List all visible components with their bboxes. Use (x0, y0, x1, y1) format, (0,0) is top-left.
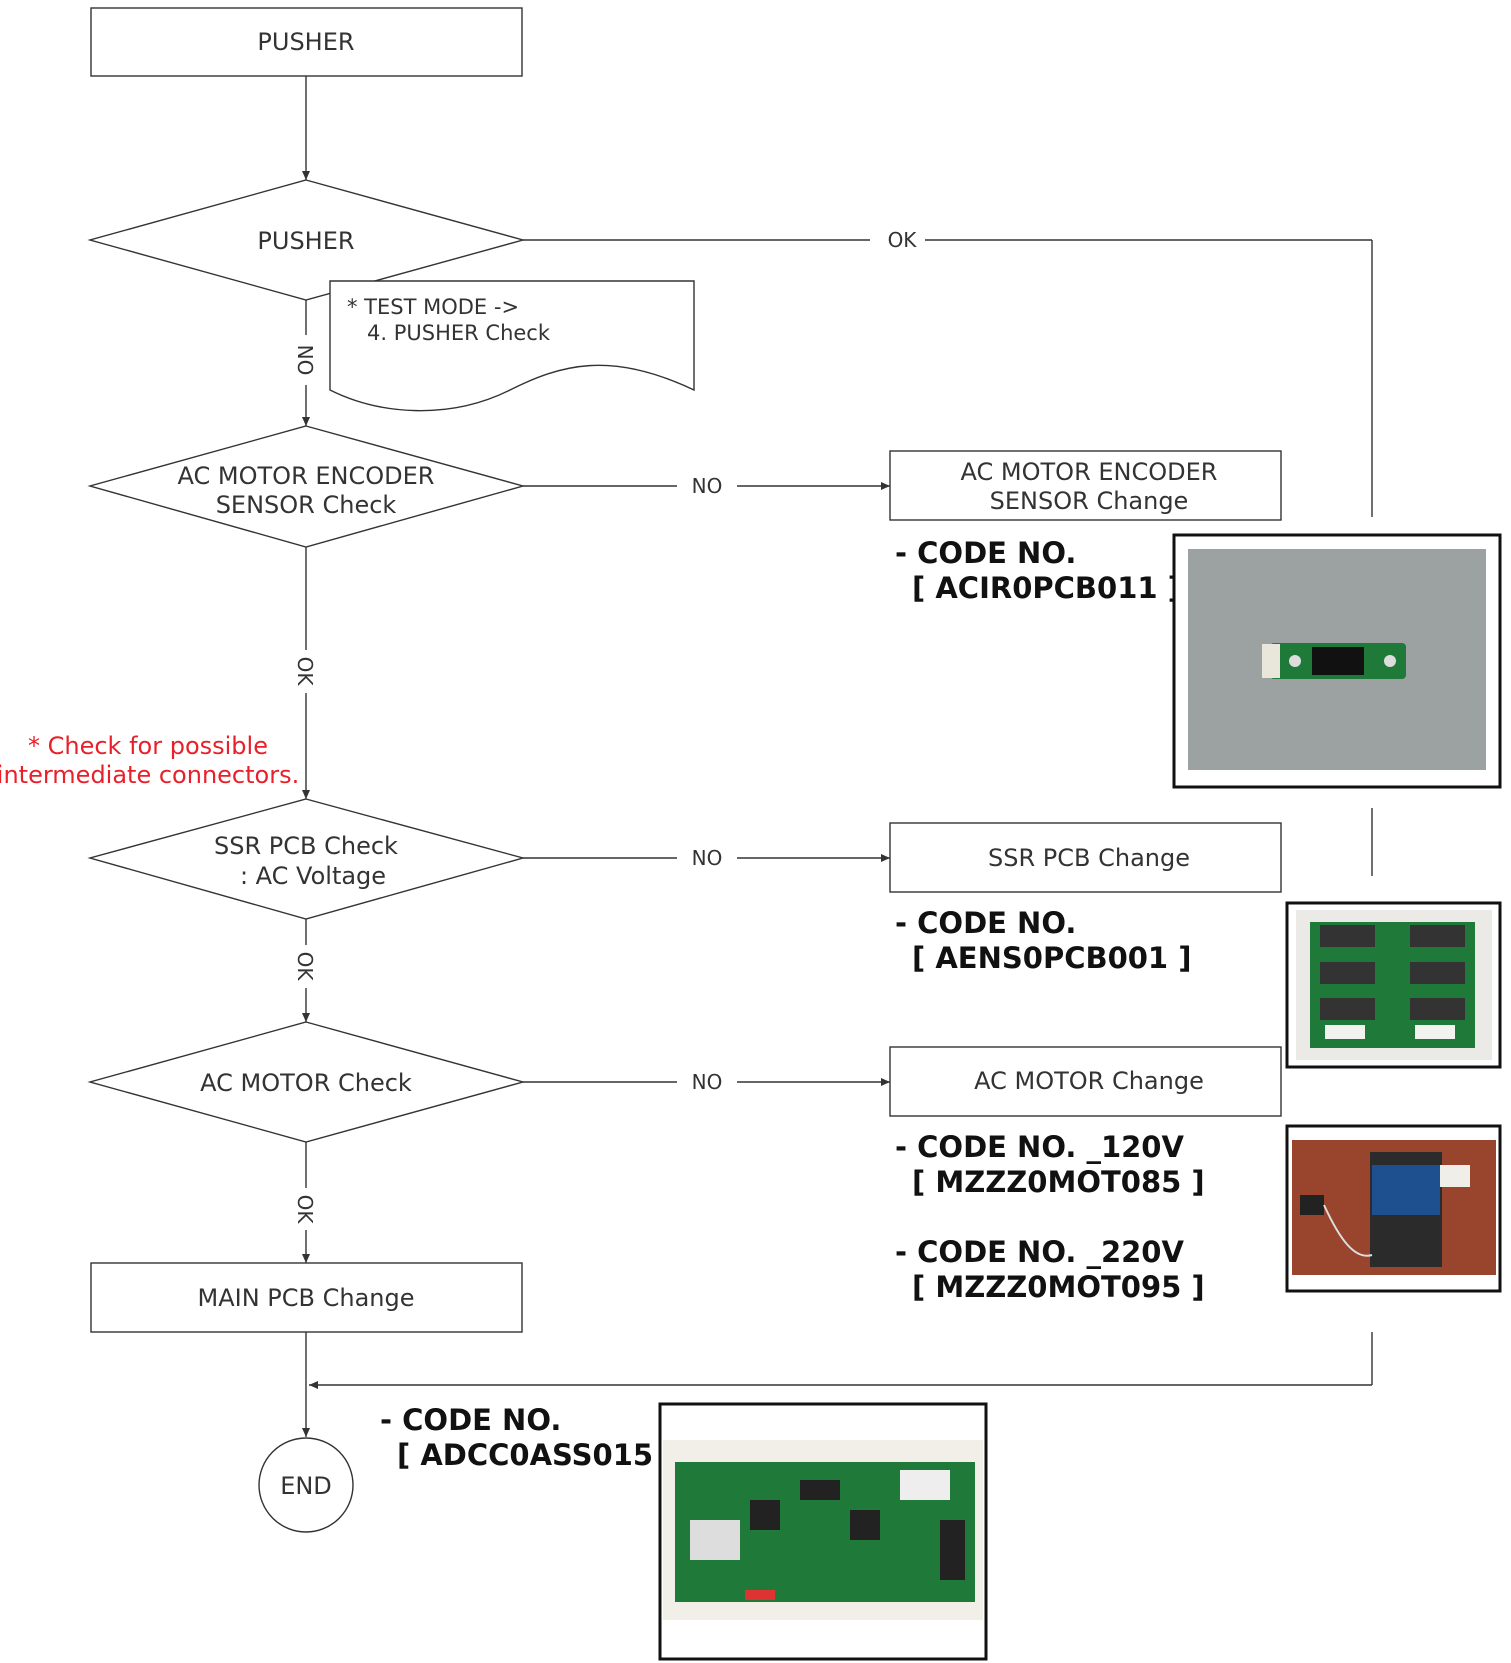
label-motor-no: NO (692, 1070, 723, 1094)
decision-pusher-label: PUSHER (257, 227, 354, 255)
code-encoder-value: [ ACIR0PCB011 ] (912, 571, 1181, 605)
decision-motor (87, 1021, 526, 1143)
decision-ssr (87, 798, 526, 920)
warning-line2: intermediate connectors. (0, 761, 299, 789)
photo-encoder-sensor (1172, 533, 1502, 789)
photo-main-pcb (658, 1402, 988, 1661)
connectors (302, 76, 1373, 1437)
label-motor-ok: OK (293, 1195, 317, 1225)
code-main-value: [ ADCC0ASS015 ] (397, 1438, 676, 1472)
label-encoder-no: NO (692, 474, 723, 498)
box-encoder-change (889, 450, 1282, 521)
label-ssr-ok: OK (293, 952, 317, 982)
box-main-change (90, 1262, 523, 1333)
photo-ssr-pcb (1285, 901, 1502, 1069)
decision-encoder (87, 425, 526, 548)
label-ssr-no: NO (692, 846, 723, 870)
code-motor220-value: [ MZZZ0MOT095 ] (912, 1270, 1205, 1304)
decision-encoder-line2: SENSOR Check (216, 491, 397, 519)
code-motor120-title: - CODE NO. _120V (895, 1130, 1184, 1164)
end-label: END (280, 1472, 332, 1500)
label-pusher-no: NO (293, 345, 317, 376)
decision-ssr-line1: SSR PCB Check (214, 832, 398, 860)
code-ssr-title: - CODE NO. (895, 906, 1076, 940)
box-ssr-change (889, 822, 1282, 893)
start-box-label: PUSHER (257, 28, 354, 56)
code-ssr-value: [ AENS0PCB001 ] (912, 941, 1191, 975)
decision-encoder-line1: AC MOTOR ENCODER (178, 462, 435, 490)
code-main-title: - CODE NO. (380, 1403, 561, 1437)
code-motor120-value: [ MZZZ0MOT085 ] (912, 1165, 1205, 1199)
box-encoder-change-line2: SENSOR Change (990, 487, 1189, 515)
box-motor-change (889, 1046, 1282, 1117)
end-terminator (258, 1437, 354, 1533)
box-main-change-label: MAIN PCB Change (198, 1284, 415, 1312)
start-box (90, 7, 523, 77)
code-motor220-title: - CODE NO. _220V (895, 1235, 1184, 1269)
note-line1: * TEST MODE -> (347, 295, 519, 319)
box-ssr-change-label: SSR PCB Change (988, 844, 1190, 872)
warning-line1: * Check for possible (28, 732, 268, 760)
decision-pusher (87, 179, 526, 301)
note-document (329, 280, 695, 412)
photo-ac-motor (1285, 1124, 1502, 1293)
code-encoder-title: - CODE NO. (895, 536, 1076, 570)
box-encoder-change-line1: AC MOTOR ENCODER (961, 458, 1218, 486)
note-line2: 4. PUSHER Check (367, 321, 551, 345)
decision-motor-label: AC MOTOR Check (200, 1069, 412, 1097)
decision-ssr-line2: : AC Voltage (240, 862, 386, 890)
label-pusher-ok: OK (888, 228, 918, 252)
box-motor-change-label: AC MOTOR Change (974, 1067, 1204, 1095)
label-encoder-ok: OK (293, 657, 317, 687)
